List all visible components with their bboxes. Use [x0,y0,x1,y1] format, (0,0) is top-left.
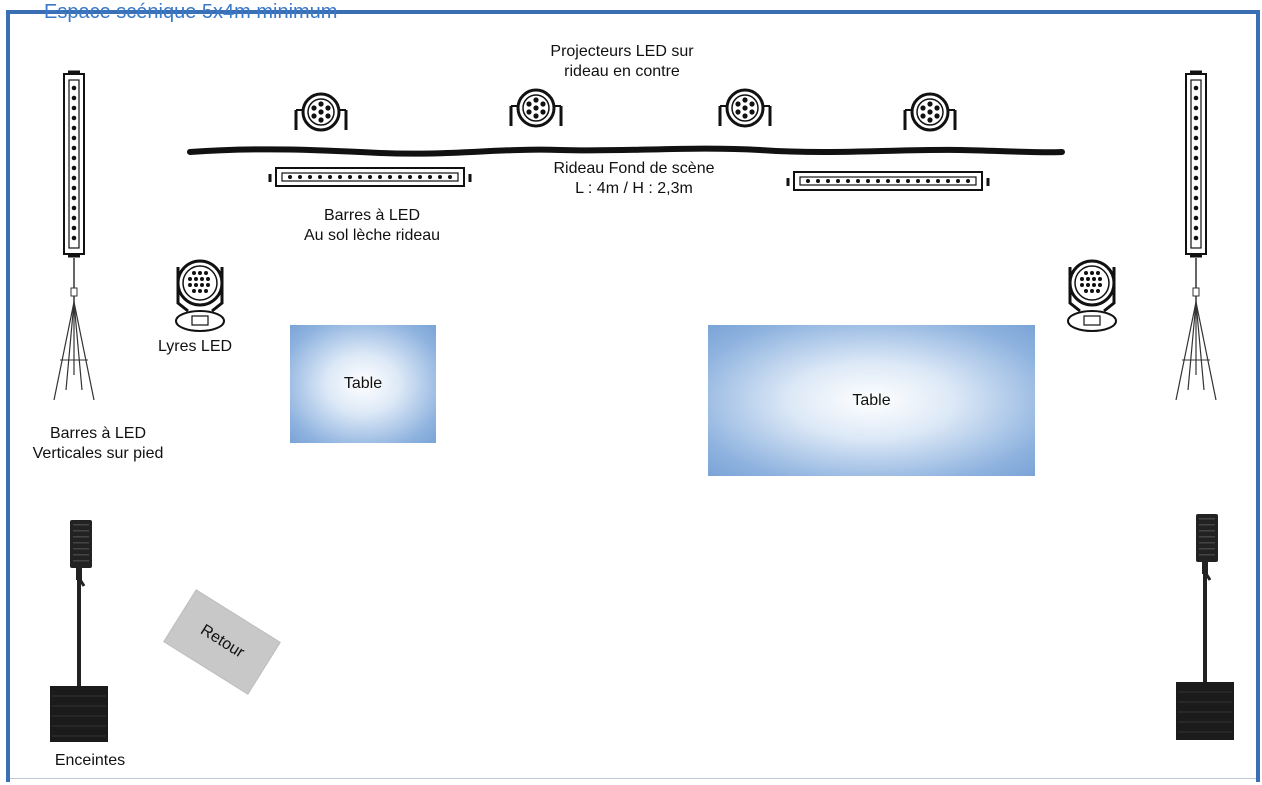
speaker-icon [1176,514,1234,740]
label-enceintes: Enceintes [54,752,126,769]
led-bar-horizontal-icon [786,171,990,191]
led-bar-vertical-stand-icon [1175,70,1217,401]
label-barres-sol-line1: Barres à LED [323,207,421,224]
speaker-icon [50,520,108,742]
table-right-label: Table [852,391,891,409]
label-barres-verticales: Barres à LED Verticales sur pied [14,424,182,464]
label-rideau-line1: Rideau Fond de scène [553,160,715,177]
label-barres-sol: Barres à LED Au sol lèche rideau [272,206,472,246]
led-bar-vertical-stand-icon [53,70,95,401]
label-lyres: Lyres LED [157,338,233,355]
label-barres-sol-line2: Au sol lèche rideau [303,227,441,244]
led-par-icon [294,92,348,132]
stage-bottom-edge [10,778,1256,779]
label-projecteurs-line1: Projecteurs LED sur [550,43,694,60]
table-left-label: Table [343,375,383,392]
label-barres-verticales-line1: Barres à LED [49,425,147,442]
retour-label: Retour [197,621,248,662]
moving-head-icon [1067,259,1117,332]
table-left: Table [290,325,436,443]
stage-title: Espace scénique 5x4m minimum [44,1,338,23]
led-par-icon [718,88,772,128]
led-bar-horizontal-icon [268,167,472,187]
label-barres-verticales-line2: Verticales sur pied [32,445,164,462]
label-rideau-line2: L : 4m / H : 2,3m [575,180,693,197]
table-right: Table [708,325,1035,476]
led-par-icon [903,92,957,132]
label-projecteurs-line2: rideau en contre [564,63,680,80]
label-projecteurs: Projecteurs LED sur rideau en contre [520,42,724,82]
moving-head-icon [175,259,225,332]
led-par-icon [509,88,563,128]
stage-frame: Espace scénique 5x4m minimum [6,2,1260,782]
label-rideau: Rideau Fond de scène L : 4m / H : 2,3m [530,159,738,199]
